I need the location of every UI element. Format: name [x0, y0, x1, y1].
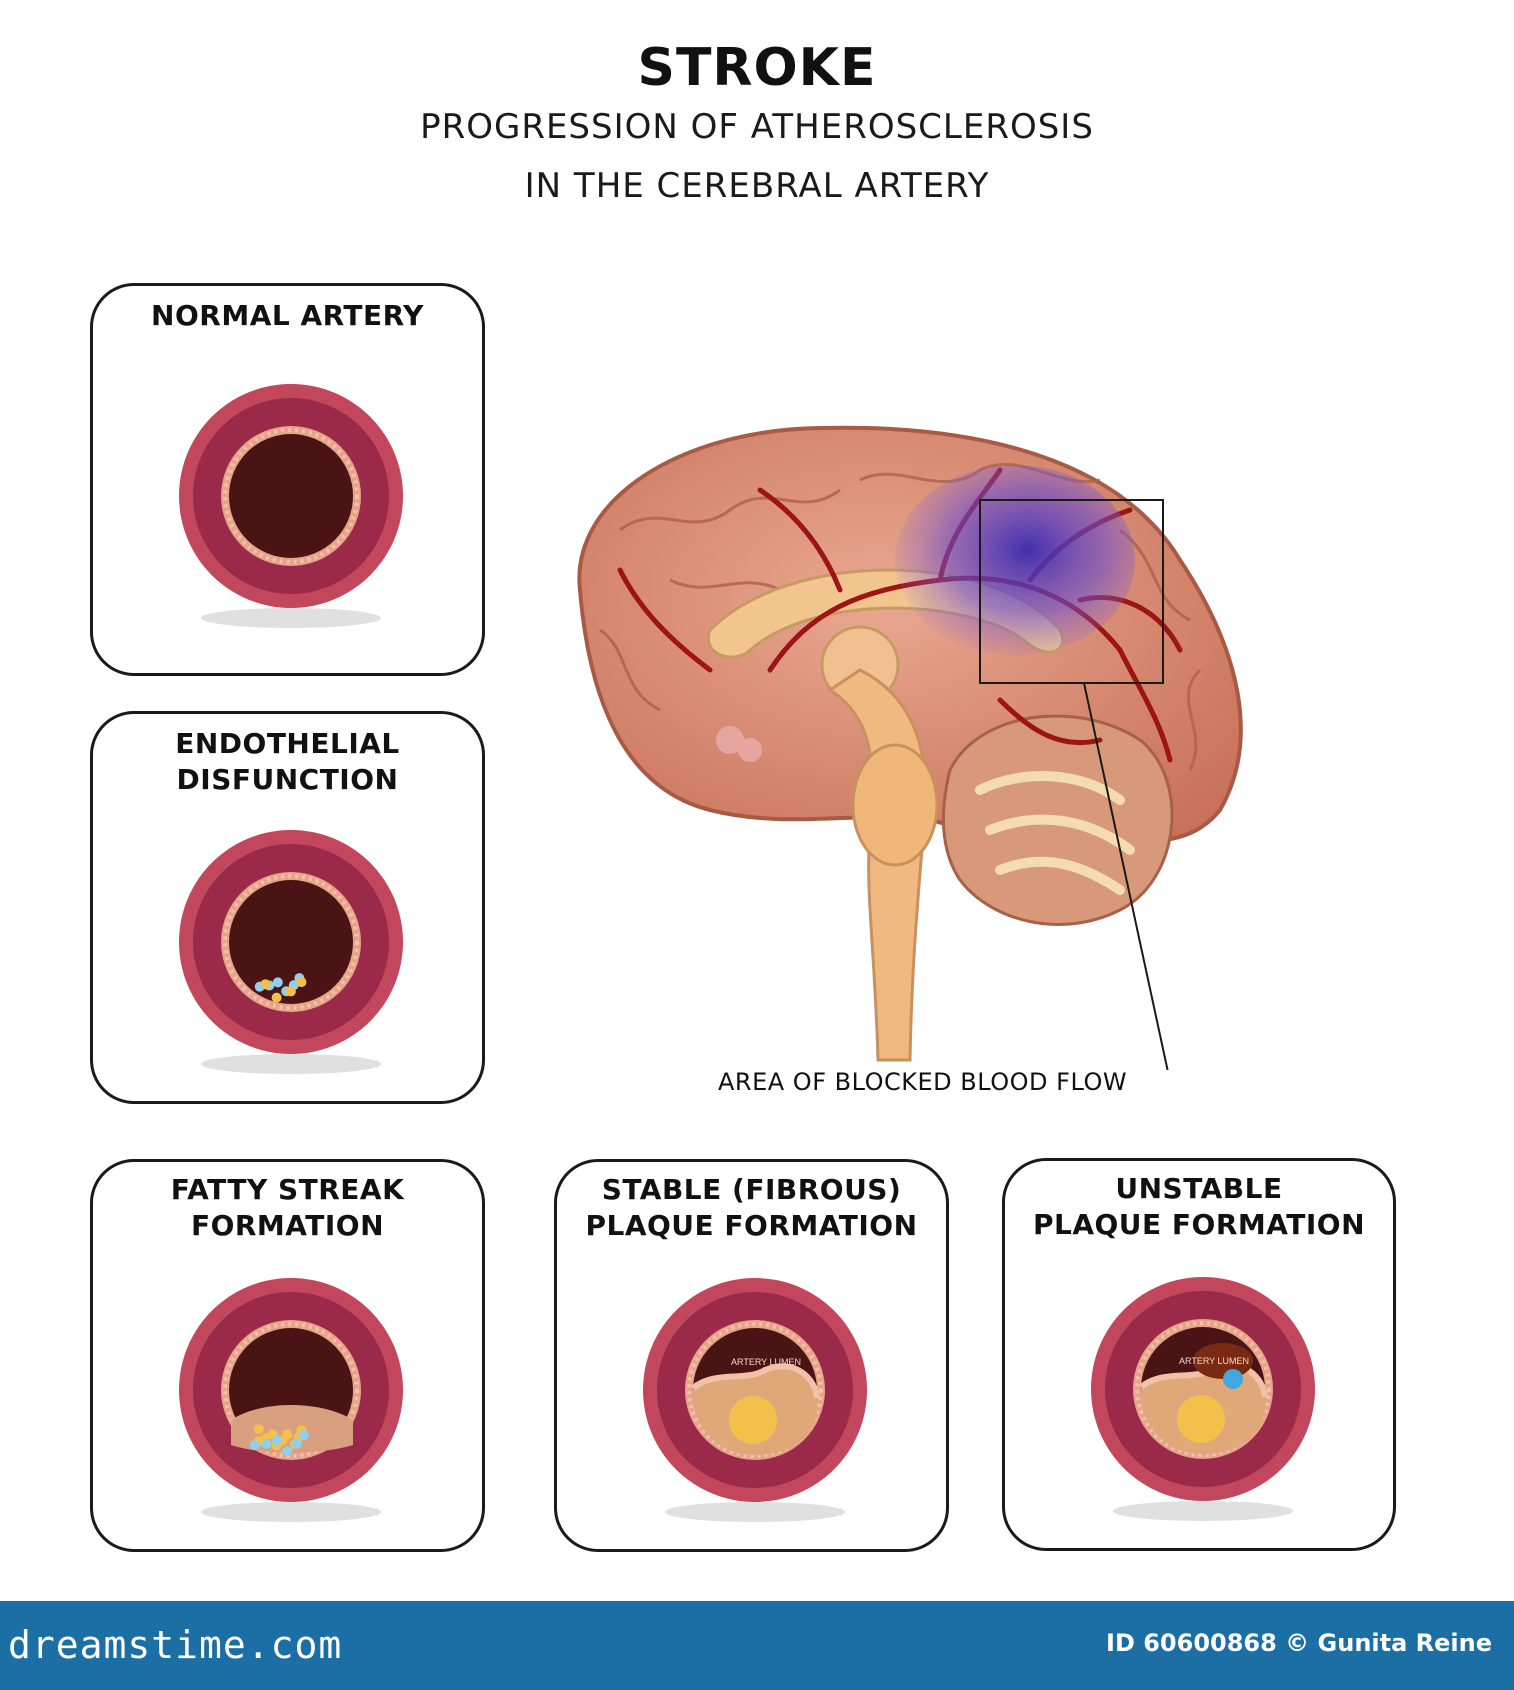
endothelium [223, 1322, 359, 1458]
endothelium [223, 874, 359, 1010]
page-subtitle-line1: PROGRESSION OF ATHEROSCLEROSIS [420, 107, 1094, 147]
artery-cross-section-normal [179, 384, 403, 628]
artery-cross-section-stable: ARTERY LUMEN [643, 1278, 867, 1522]
pointer-line [1083, 682, 1169, 1070]
artery-cross-section-unstable: ARTERY LUMEN [1091, 1277, 1315, 1521]
foam-cell [249, 1440, 260, 1451]
panel-label: ENDOTHELIAL DISFUNCTION [175, 727, 400, 796]
artery-lumen-label: ARTERY LUMEN [731, 1357, 801, 1367]
arbor-vitae [975, 771, 1135, 895]
blocked-area-box [979, 499, 1164, 684]
artery-lumen [229, 880, 353, 1004]
page-title: STROKE [637, 38, 877, 98]
artery-cross-section-fatty [179, 1278, 403, 1522]
panel-unstable-plaque: UNSTABLE PLAQUE FORMATION ARTERY LUMEN [1002, 1158, 1396, 1551]
endothelium [687, 1322, 823, 1458]
artery-shadow [201, 1054, 381, 1074]
endothelium [223, 428, 359, 564]
endothelium [1135, 1321, 1271, 1457]
panel-label: NORMAL ARTERY [151, 299, 424, 332]
artery-lumen [229, 434, 353, 558]
lipid-droplet [285, 986, 296, 997]
panel-label: STABLE (FIBROUS) PLAQUE FORMATION [585, 1173, 918, 1242]
brand-watermark: dreamstime.com [8, 1623, 343, 1667]
ruptured-cap [1223, 1369, 1243, 1389]
foam-cell [298, 1429, 309, 1440]
artery-cross-section-endothelial [179, 830, 403, 1074]
pons [851, 743, 939, 867]
panel-stable-plaque: STABLE (FIBROUS) PLAQUE FORMATION ARTERY… [554, 1159, 949, 1552]
monocyte [272, 977, 283, 988]
panel-label: FATTY STREAK FORMATION [170, 1173, 405, 1242]
foam-cell [282, 1445, 293, 1456]
page-subtitle-line2: IN THE CEREBRAL ARTERY [524, 166, 990, 206]
panel-fatty-streak: FATTY STREAK FORMATION [90, 1159, 485, 1552]
panel-endothelial-disfunction: ENDOTHELIAL DISFUNCTION [90, 711, 485, 1104]
artery-shadow [665, 1502, 845, 1522]
foam-cell [261, 1438, 272, 1449]
thrombus [1193, 1343, 1253, 1379]
lipid-droplet [253, 1424, 264, 1435]
image-credit: ID 60600868 © Gunita Reine [1106, 1629, 1492, 1657]
artery-shadow [201, 1502, 381, 1522]
foam-cell [272, 1435, 283, 1446]
fibrous-cap [691, 1363, 820, 1399]
artery-shadow [201, 608, 381, 628]
lipid-droplet [296, 977, 307, 988]
pituitary [716, 726, 744, 754]
blocked-blood-flow-label: AREA OF BLOCKED BLOOD FLOW [718, 1068, 1128, 1096]
brain-illustration [577, 425, 1243, 1070]
artery-shadow [1113, 1501, 1293, 1521]
lipid-droplet [260, 979, 271, 990]
panel-normal-artery: NORMAL ARTERY [90, 283, 485, 676]
ischemic-area [895, 465, 1135, 655]
foam-cell [291, 1438, 302, 1449]
lipid-droplet [271, 992, 282, 1003]
artery-lumen-label: ARTERY LUMEN [1179, 1356, 1249, 1366]
lipid-core [729, 1396, 777, 1444]
lipid-core [1177, 1395, 1225, 1443]
panel-label: UNSTABLE PLAQUE FORMATION [1032, 1172, 1366, 1241]
footer-bar: dreamstime.com ID 60600868 © Gunita Rein… [0, 1601, 1514, 1690]
